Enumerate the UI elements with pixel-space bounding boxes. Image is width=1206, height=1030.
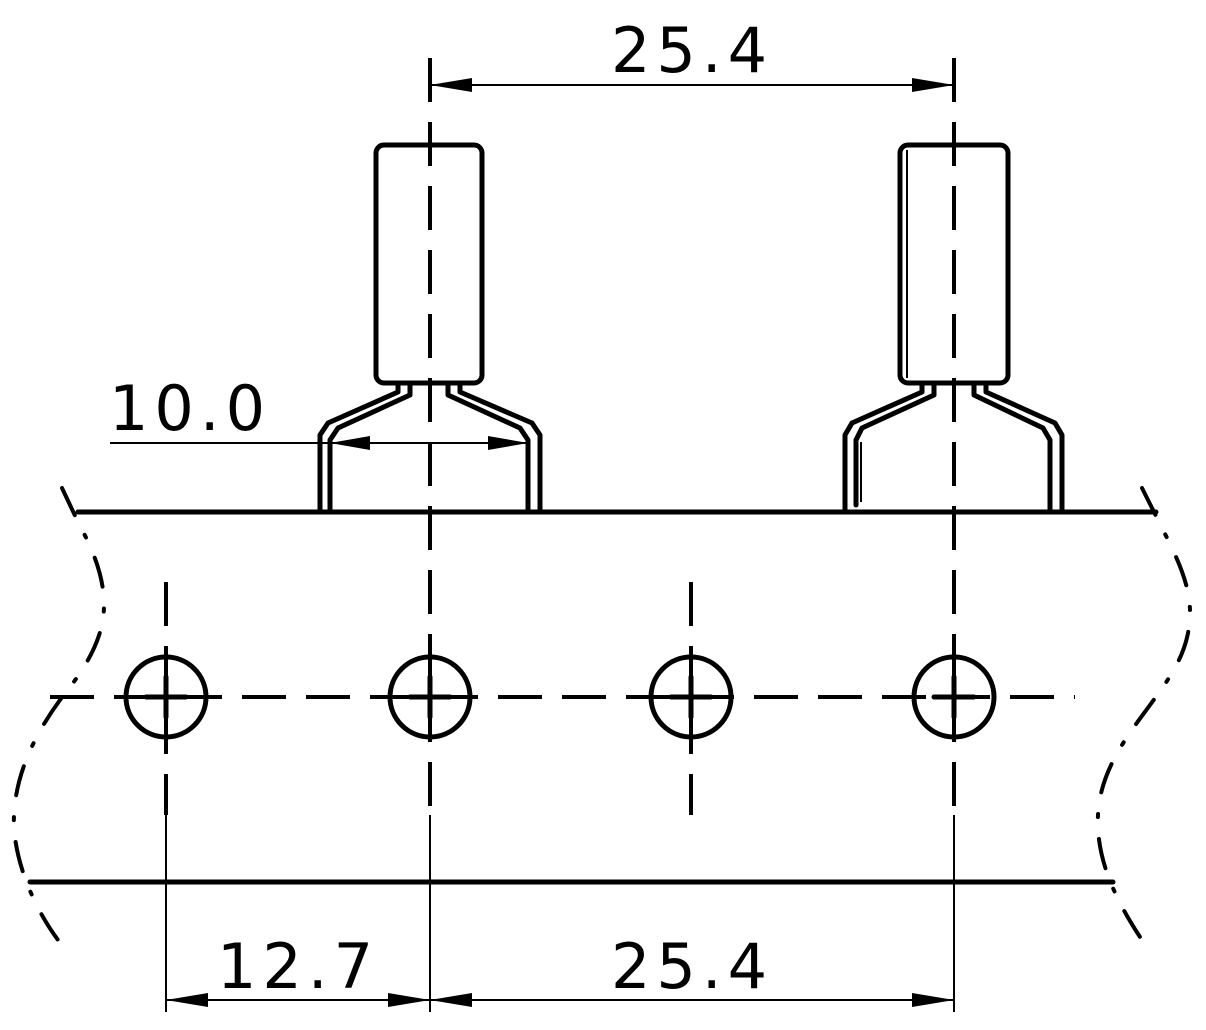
dimension-lead-spacing-label: 10.0 <box>109 372 271 445</box>
dimension-bottom-pitch-label: 25.4 <box>611 930 773 1003</box>
center-lines <box>50 58 1075 815</box>
tape-strip <box>11 486 1193 942</box>
dimension-bottom-pitch: 25.4 <box>430 930 954 1007</box>
component-right-lead-left <box>842 380 925 515</box>
hole-4 <box>911 654 997 740</box>
component-right-lead-right <box>983 380 1065 515</box>
sprocket-holes <box>123 654 997 740</box>
component-right <box>842 142 1065 515</box>
component-right-body <box>897 142 1011 386</box>
component-left-lead-left <box>317 380 401 515</box>
hole-3 <box>648 654 734 740</box>
dimension-top-pitch: 25.4 <box>430 14 954 92</box>
dimension-bottom-offset: 12.7 <box>166 930 430 1007</box>
right-break-line <box>1095 486 1193 942</box>
component-left-lead-right <box>457 380 543 515</box>
dimension-lead-spacing: 10.0 <box>109 372 528 450</box>
dimension-extension-lines <box>165 815 955 1012</box>
component-left <box>317 142 543 515</box>
hole-2 <box>387 654 473 740</box>
component-left-body <box>373 142 485 386</box>
hole-1 <box>123 654 209 740</box>
dimension-bottom-offset-label: 12.7 <box>217 930 379 1003</box>
left-break-line <box>11 486 107 942</box>
dimension-top-pitch-label: 25.4 <box>611 14 773 87</box>
